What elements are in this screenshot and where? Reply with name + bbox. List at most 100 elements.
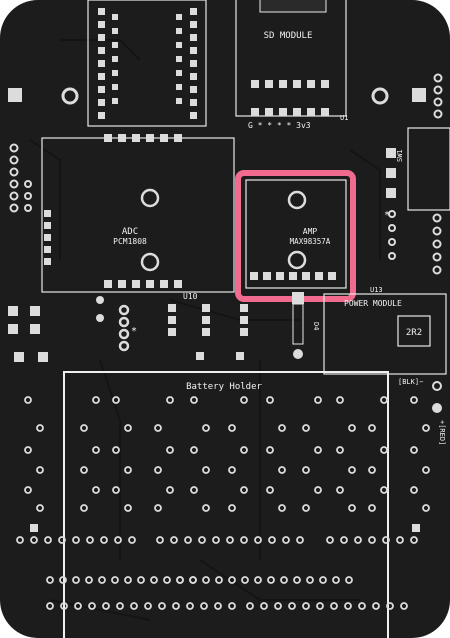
via <box>60 602 68 610</box>
pad <box>251 80 259 88</box>
pad <box>315 272 323 280</box>
via <box>24 180 32 188</box>
via <box>240 536 248 544</box>
via <box>268 536 276 544</box>
via <box>80 504 88 512</box>
via <box>266 396 274 404</box>
via <box>293 576 301 584</box>
via <box>24 446 32 454</box>
via <box>422 466 430 474</box>
via <box>433 97 443 107</box>
via <box>368 466 376 474</box>
via <box>170 536 178 544</box>
pad <box>168 328 176 336</box>
via <box>112 486 120 494</box>
via <box>344 602 352 610</box>
pad <box>174 280 182 288</box>
via <box>118 304 130 316</box>
pad <box>190 112 197 119</box>
pad <box>307 80 315 88</box>
via <box>116 602 124 610</box>
via <box>380 446 388 454</box>
via <box>433 85 443 95</box>
via <box>380 396 388 404</box>
sd-module: SD MODULE G * * * * 3v3 U1 <box>235 0 348 130</box>
pad <box>174 134 182 142</box>
via <box>386 602 394 610</box>
via <box>202 466 210 474</box>
pad <box>98 8 105 15</box>
marker-star-2: * <box>131 326 137 337</box>
via <box>380 486 388 494</box>
via <box>432 239 442 249</box>
pad <box>240 316 248 324</box>
via <box>36 424 44 432</box>
via <box>24 192 32 200</box>
via <box>410 536 418 544</box>
pad <box>30 524 38 532</box>
pad <box>8 324 18 334</box>
via <box>215 576 223 584</box>
via <box>336 486 344 494</box>
via <box>348 466 356 474</box>
via <box>214 602 222 610</box>
pad <box>307 108 315 116</box>
via <box>114 536 122 544</box>
via <box>118 340 130 352</box>
pad <box>98 21 105 28</box>
pad <box>279 80 287 88</box>
via <box>241 576 249 584</box>
via <box>72 536 80 544</box>
via <box>432 265 442 275</box>
via <box>154 504 162 512</box>
pad <box>118 134 126 142</box>
pad <box>112 28 118 34</box>
via <box>433 73 443 83</box>
via <box>288 602 296 610</box>
pad <box>98 60 105 67</box>
pad <box>279 108 287 116</box>
via <box>348 504 356 512</box>
pad <box>190 21 197 28</box>
via <box>154 466 162 474</box>
via <box>316 602 324 610</box>
via <box>226 536 234 544</box>
via <box>74 602 82 610</box>
pad <box>328 272 336 280</box>
via <box>368 536 376 544</box>
via <box>166 446 174 454</box>
pad <box>190 99 197 106</box>
via <box>266 446 274 454</box>
adc-part: PCM1808 <box>113 237 147 246</box>
pad <box>44 258 51 265</box>
via <box>212 536 220 544</box>
via <box>422 504 430 512</box>
red-label: +[RED] <box>438 420 446 445</box>
right-header <box>388 73 443 275</box>
pad <box>168 316 176 324</box>
via <box>240 486 248 494</box>
amp-part: MAX98357A <box>290 237 331 246</box>
via <box>336 446 344 454</box>
pad <box>302 272 310 280</box>
via <box>166 396 174 404</box>
via <box>24 486 32 494</box>
via <box>190 486 198 494</box>
via <box>296 536 304 544</box>
via <box>228 504 236 512</box>
pad <box>176 70 182 76</box>
via <box>124 504 132 512</box>
sd-module-title: SD MODULE <box>264 31 313 41</box>
via <box>388 238 396 246</box>
via <box>92 486 100 494</box>
via <box>59 576 67 584</box>
via <box>282 536 290 544</box>
via <box>9 179 19 189</box>
via <box>154 424 162 432</box>
via <box>198 536 206 544</box>
via <box>330 602 338 610</box>
via <box>111 576 119 584</box>
via <box>156 536 164 544</box>
via <box>163 576 171 584</box>
